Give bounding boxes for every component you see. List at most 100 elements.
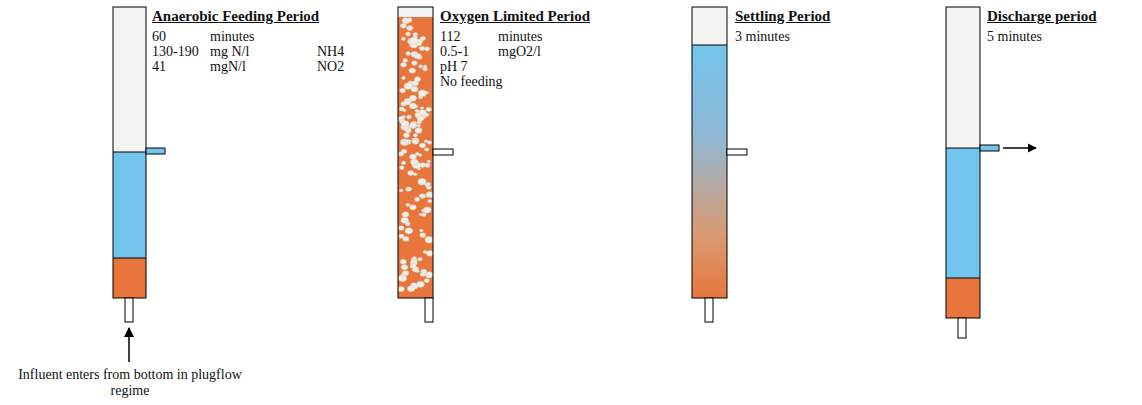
air-bubble bbox=[419, 46, 425, 50]
air-bubble bbox=[417, 281, 425, 287]
influent-arrow bbox=[128, 328, 130, 362]
reactor-stage: Oxygen Limited Period 112 minutes 0.5-1 mgO2… bbox=[398, 7, 592, 298]
air-bubble bbox=[401, 63, 407, 68]
air-bubble bbox=[404, 98, 411, 104]
air-bubble bbox=[407, 26, 413, 31]
air-bubble bbox=[403, 58, 408, 62]
air-bubble bbox=[405, 101, 410, 105]
stage-text: Oxygen Limited Period 112 minutes 0.5-1 mgO2… bbox=[440, 8, 590, 91]
air-bubble bbox=[414, 77, 420, 82]
air-bubble bbox=[423, 67, 428, 71]
stage-parameter: mg N/l bbox=[210, 44, 249, 59]
air-bubble bbox=[425, 91, 428, 94]
air-bubble bbox=[420, 229, 424, 232]
stage-parameter: 5 minutes bbox=[987, 29, 1042, 44]
air-bubble bbox=[402, 76, 406, 79]
stage-heading: Anaerobic Feeding Period bbox=[152, 8, 319, 25]
stage-parameter: 41 bbox=[152, 59, 166, 74]
influent-note: Influent enters from bottom in plugflow … bbox=[14, 367, 246, 399]
air-bubble bbox=[410, 37, 418, 44]
air-bubble bbox=[412, 139, 418, 144]
air-bubble bbox=[415, 54, 422, 60]
stage-parameter: 130-190 bbox=[152, 44, 199, 59]
air-bubble bbox=[420, 272, 426, 276]
reactor-stage: Settling Period 3 minutes bbox=[692, 7, 833, 298]
air-bubble bbox=[410, 205, 417, 210]
air-bubble bbox=[418, 154, 422, 157]
air-bubble bbox=[401, 217, 409, 223]
air-bubble bbox=[417, 124, 421, 127]
air-bubble bbox=[424, 148, 428, 152]
air-bubble bbox=[401, 161, 405, 165]
stage-heading: Oxygen Limited Period bbox=[440, 8, 590, 25]
air-bubble bbox=[420, 107, 423, 110]
air-bubble bbox=[406, 203, 410, 206]
air-bubble bbox=[426, 250, 433, 256]
air-bubble bbox=[403, 236, 409, 241]
air-bubble bbox=[401, 121, 409, 127]
air-bubble bbox=[400, 23, 406, 28]
stage-parameter: 3 minutes bbox=[735, 29, 790, 44]
air-bubble bbox=[402, 271, 408, 276]
air-bubble bbox=[415, 112, 421, 117]
stage-text: Discharge period 5 minutes bbox=[987, 8, 1097, 46]
air-bubble bbox=[409, 123, 416, 129]
stage-text: Anaerobic Feeding Period60minutes130-190… bbox=[152, 8, 345, 76]
air-bubble bbox=[398, 286, 404, 291]
air-bubble bbox=[410, 159, 418, 165]
air-bubble bbox=[400, 259, 406, 264]
air-bubble bbox=[415, 128, 422, 134]
stage-parameter: NO2 bbox=[317, 59, 344, 74]
air-bubble bbox=[425, 113, 429, 117]
air-bubble bbox=[407, 115, 412, 119]
air-bubble bbox=[420, 36, 425, 40]
air-bubble bbox=[424, 47, 429, 51]
air-bubble bbox=[409, 68, 416, 73]
air-bubble bbox=[426, 107, 431, 111]
air-bubble bbox=[414, 197, 419, 201]
stage-text: Settling Period 3 minutes bbox=[735, 8, 831, 46]
stage-parameter: 112 bbox=[440, 29, 460, 44]
air-bubble bbox=[400, 88, 406, 93]
air-bubble bbox=[401, 141, 406, 145]
stage-parameter: minutes bbox=[498, 29, 542, 44]
air-bubble bbox=[400, 139, 408, 146]
air-bubble bbox=[409, 26, 413, 29]
air-bubble bbox=[425, 236, 433, 242]
air-bubble bbox=[412, 257, 416, 260]
air-bubble bbox=[416, 270, 419, 273]
air-bubble bbox=[428, 200, 432, 203]
air-bubble bbox=[427, 182, 431, 185]
stage-heading: Discharge period bbox=[987, 8, 1097, 25]
air-bubble bbox=[398, 226, 404, 230]
air-bubble bbox=[419, 194, 424, 198]
air-bubble bbox=[402, 109, 406, 112]
stage-parameter: No feeding bbox=[440, 74, 503, 89]
air-bubble bbox=[398, 152, 404, 156]
stage-heading: Settling Period bbox=[735, 8, 830, 25]
air-bubble bbox=[412, 138, 420, 144]
stage-parameter: 0.5-1 bbox=[440, 44, 469, 59]
air-bubble bbox=[419, 213, 422, 216]
air-bubble bbox=[400, 166, 405, 170]
air-bubble bbox=[403, 133, 409, 138]
air-bubble bbox=[420, 233, 426, 238]
stage-parameter: minutes bbox=[210, 29, 254, 44]
reactor-column bbox=[692, 7, 747, 322]
air-bubble bbox=[401, 265, 408, 270]
air-bubble bbox=[420, 194, 426, 199]
reactor-stage: Discharge period 5 minutes bbox=[946, 7, 1099, 318]
air-bubble bbox=[401, 37, 405, 40]
air-bubble bbox=[412, 61, 418, 66]
air-bubble bbox=[406, 187, 411, 191]
reactor-stage: Anaerobic Feeding Period60minutes130-190… bbox=[113, 7, 347, 298]
stage-parameter: mgO2/l bbox=[498, 44, 541, 59]
air-bubble bbox=[407, 286, 414, 292]
reactor-column bbox=[946, 7, 1036, 338]
air-bubble bbox=[426, 186, 431, 190]
air-bubble bbox=[406, 52, 411, 56]
air-bubble bbox=[402, 212, 409, 217]
air-bubble bbox=[418, 257, 422, 261]
